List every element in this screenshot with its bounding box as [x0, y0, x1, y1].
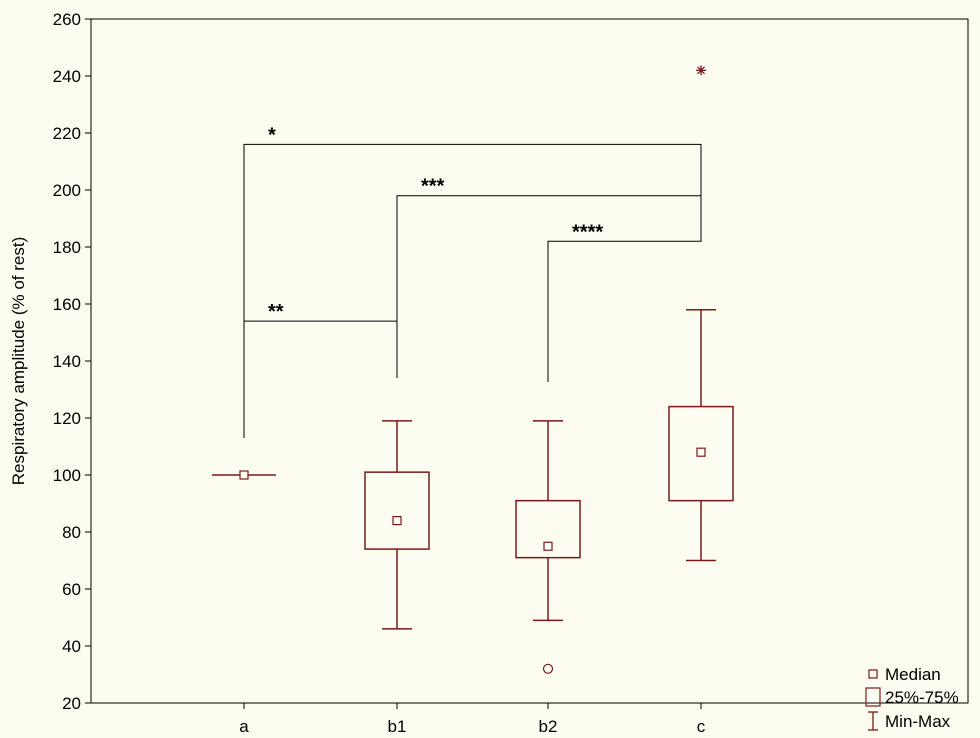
- significance-bracket: [243, 143, 702, 438]
- y-tick-label: 40: [62, 637, 81, 656]
- extreme-point: [696, 65, 706, 76]
- legend-box-symbol: [865, 687, 881, 707]
- y-tick-label: 120: [53, 409, 81, 428]
- legend-whisker-symbol: [868, 711, 878, 731]
- iqr-box: [515, 499, 581, 559]
- y-tick-label: 140: [53, 352, 81, 371]
- x-tick-label: c: [697, 717, 706, 736]
- median-marker: [696, 447, 706, 457]
- legend-median-symbol: [868, 669, 878, 679]
- significance-label: *: [268, 124, 276, 146]
- y-tick-label: 20: [62, 694, 81, 713]
- significance-label: ***: [421, 176, 445, 198]
- significance-bracket: [547, 169, 702, 382]
- significance-bracket: [243, 320, 398, 438]
- y-tick-label: 180: [53, 238, 81, 257]
- y-tick-label: 240: [53, 67, 81, 86]
- y-tick-label: 200: [53, 181, 81, 200]
- y-axis-title: Respiratory amplitude (% of rest): [9, 237, 28, 485]
- legend-label: Median: [885, 665, 941, 684]
- significance-label: ****: [572, 221, 603, 243]
- legend-label: 25%-75%: [885, 688, 959, 707]
- y-tick-label: 100: [53, 466, 81, 485]
- box-plots: [212, 65, 734, 674]
- legend: Median 25%-75% Min-Max: [865, 665, 959, 731]
- x-tick-label: b1: [388, 717, 407, 736]
- x-tick-label: a: [239, 717, 249, 736]
- outlier-point: [542, 663, 554, 674]
- y-tick-label: 60: [62, 580, 81, 599]
- y-tick-label: 160: [53, 295, 81, 314]
- y-tick-label: 220: [53, 124, 81, 143]
- median-marker: [543, 541, 553, 551]
- x-axis: a b1 b2 c: [239, 703, 706, 736]
- legend-label: Min-Max: [885, 712, 951, 731]
- y-tick-label: 80: [62, 523, 81, 542]
- y-tick-label: 260: [53, 10, 81, 29]
- x-tick-label: b2: [539, 717, 558, 736]
- y-axis: 20 40 60 80 100 120 140 160 180 200 220 240 260: [53, 10, 91, 713]
- significance-label: **: [268, 301, 284, 323]
- iqr-box: [364, 471, 430, 550]
- median-marker: [239, 470, 249, 480]
- iqr-box: [668, 405, 734, 502]
- significance-brackets: **********: [243, 124, 702, 438]
- median-marker: [392, 515, 402, 526]
